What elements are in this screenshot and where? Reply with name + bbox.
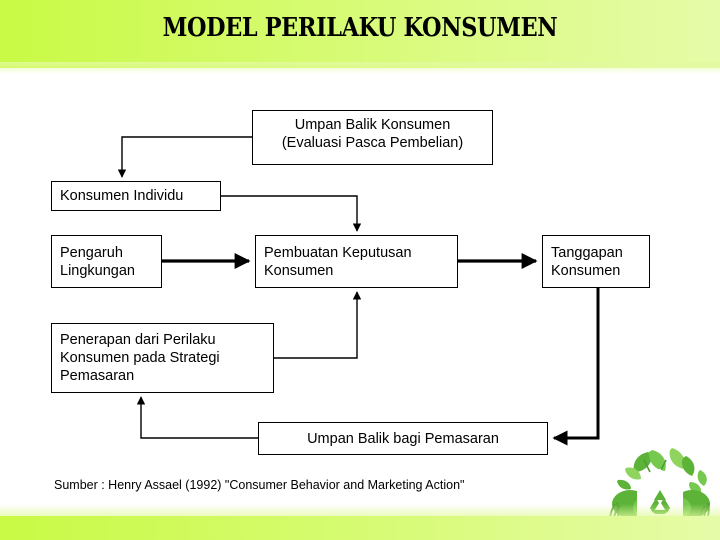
node-umpan-balik-konsumen[interactable]: Umpan Balik Konsumen (Evaluasi Pasca Pem… [252, 110, 493, 165]
node-penerapan-perilaku-konsumen[interactable]: Penerapan dari Perilaku Konsumen pada St… [51, 323, 274, 393]
node-umpan-balik-bagi-pemasaran[interactable]: Umpan Balik bagi Pemasaran [258, 422, 548, 455]
edge-response-to-feedback-market [552, 288, 600, 446]
eco-house-recycle-icon [609, 448, 710, 521]
footer-band [0, 516, 720, 540]
source-citation: Sumber : Henry Assael (1992) "Consumer B… [54, 478, 465, 492]
page-title: MODEL PERILAKU KONSUMEN [162, 13, 558, 43]
node-pembuatan-keputusan-konsumen[interactable]: Pembuatan Keputusan Konsumen [255, 235, 458, 288]
header-band [0, 0, 720, 68]
leaves-group [617, 448, 707, 494]
node-pengaruh-lingkungan[interactable]: Pengaruh Lingkungan [51, 235, 162, 288]
edge-application-to-decision [274, 291, 362, 359]
edge-feedback-market-to-application [136, 396, 258, 439]
node-tanggapan-konsumen[interactable]: Tanggapan Konsumen [542, 235, 650, 288]
edge-feedback-consumer-to-individual [117, 136, 252, 178]
edge-individual-to-decision [221, 195, 362, 232]
node-konsumen-individu[interactable]: Konsumen Individu [51, 181, 221, 211]
